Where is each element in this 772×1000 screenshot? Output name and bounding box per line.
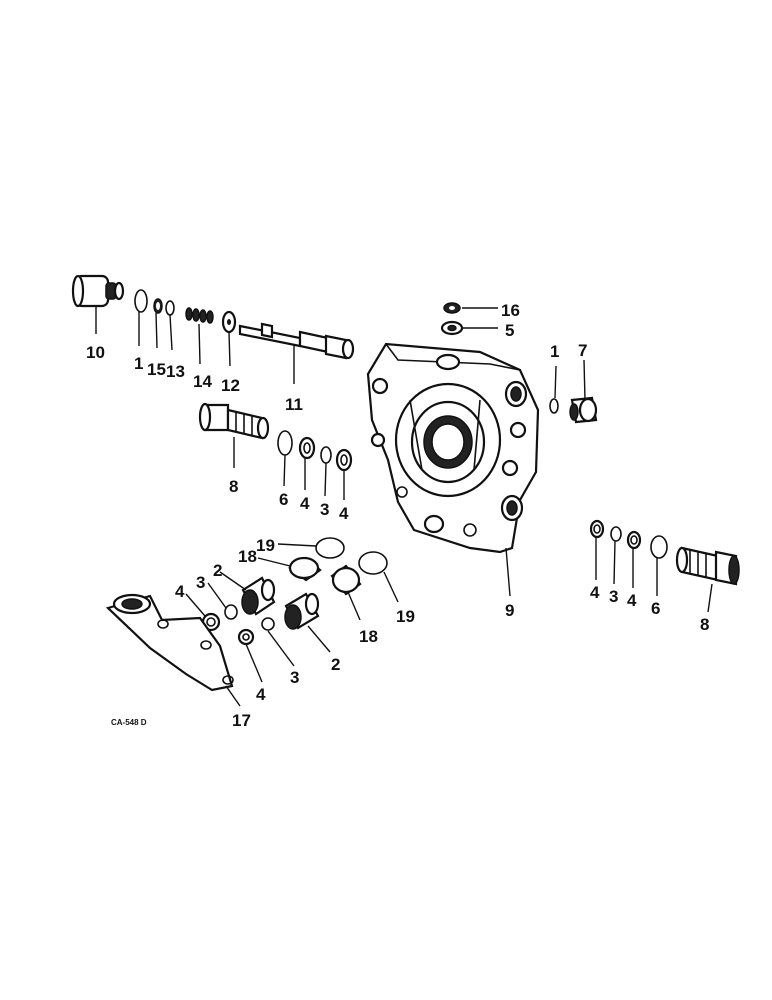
part-18-sleeve-a bbox=[288, 556, 322, 582]
callout-7: 7 bbox=[578, 341, 587, 360]
part-18-sleeve-b bbox=[330, 564, 362, 596]
part-19-ring-b bbox=[358, 551, 388, 575]
callout-8-left: 8 bbox=[229, 477, 238, 496]
callout-18-upper: 18 bbox=[238, 547, 257, 566]
callout-4-upper-a: 4 bbox=[300, 494, 310, 513]
callout-19-lower: 19 bbox=[396, 607, 415, 626]
part-11-spool bbox=[238, 322, 355, 360]
part-2-valve-a bbox=[241, 576, 276, 616]
leader-lines bbox=[95, 306, 713, 707]
part-3-ring-upper bbox=[320, 446, 332, 464]
part-3-ring-d bbox=[610, 526, 622, 542]
part-9-valve-housing bbox=[366, 342, 540, 554]
callout-3-mid-left: 3 bbox=[196, 573, 205, 592]
callout-1-right: 1 bbox=[550, 342, 559, 361]
part-3-ring-b bbox=[224, 604, 238, 620]
callout-1-upper: 1 bbox=[134, 354, 143, 373]
callout-6-right: 6 bbox=[651, 599, 660, 618]
part-4-ring-e bbox=[589, 519, 605, 539]
part-1-o-ring bbox=[134, 289, 148, 313]
part-16-washer bbox=[443, 302, 461, 314]
callout-4-lower: 4 bbox=[256, 685, 266, 704]
part-8-fitting-right bbox=[675, 546, 740, 586]
part-13-ring bbox=[165, 300, 175, 316]
part-4-ring-upper-a bbox=[298, 436, 316, 460]
callout-2-lower: 2 bbox=[331, 655, 340, 674]
part-8-fitting-left bbox=[198, 402, 270, 440]
part-6-ring-upper bbox=[277, 430, 293, 456]
part-7-plug bbox=[569, 396, 598, 424]
callout-16: 16 bbox=[501, 301, 520, 320]
callout-12: 12 bbox=[221, 376, 240, 395]
callout-13: 13 bbox=[166, 362, 185, 381]
callout-4-right-b: 4 bbox=[627, 591, 637, 610]
callout-3-upper: 3 bbox=[320, 500, 329, 519]
part-14-spring bbox=[185, 307, 214, 324]
callout-14: 14 bbox=[193, 372, 212, 391]
callout-4-right-a: 4 bbox=[590, 583, 600, 602]
part-5-washer bbox=[440, 320, 464, 336]
callout-18-lower: 18 bbox=[359, 627, 378, 646]
callout-2-upper: 2 bbox=[213, 561, 222, 580]
callout-10: 10 bbox=[86, 343, 105, 362]
diagram-code: CA-548 D bbox=[111, 718, 147, 727]
callout-4-upper-b: 4 bbox=[339, 504, 349, 523]
part-19-ring-a bbox=[315, 537, 345, 559]
part-10-end-cap bbox=[71, 274, 125, 308]
callout-19-upper: 19 bbox=[256, 536, 275, 555]
callout-15: 15 bbox=[147, 360, 166, 379]
callout-4-mid-left: 4 bbox=[175, 582, 185, 601]
part-2-valve-b bbox=[284, 592, 320, 630]
part-1-o-ring-right bbox=[549, 398, 559, 414]
callout-11: 11 bbox=[285, 395, 303, 414]
callout-17: 17 bbox=[232, 711, 251, 730]
part-4-ring-f bbox=[626, 530, 642, 550]
callout-3-right: 3 bbox=[609, 587, 618, 606]
part-12-washer bbox=[221, 310, 237, 334]
callout-3-lower: 3 bbox=[290, 668, 299, 687]
part-4-ring-upper-b bbox=[335, 448, 353, 472]
callout-8-right: 8 bbox=[700, 615, 709, 634]
part-6-ring-b bbox=[650, 535, 668, 559]
part-17-manifold bbox=[105, 593, 234, 692]
callout-6-upper: 6 bbox=[279, 490, 288, 509]
callout-9: 9 bbox=[505, 601, 514, 620]
callout-5: 5 bbox=[505, 321, 514, 340]
part-3-ring-c bbox=[261, 617, 275, 631]
part-15-ring bbox=[153, 298, 163, 314]
part-4-ring-d bbox=[237, 628, 255, 646]
